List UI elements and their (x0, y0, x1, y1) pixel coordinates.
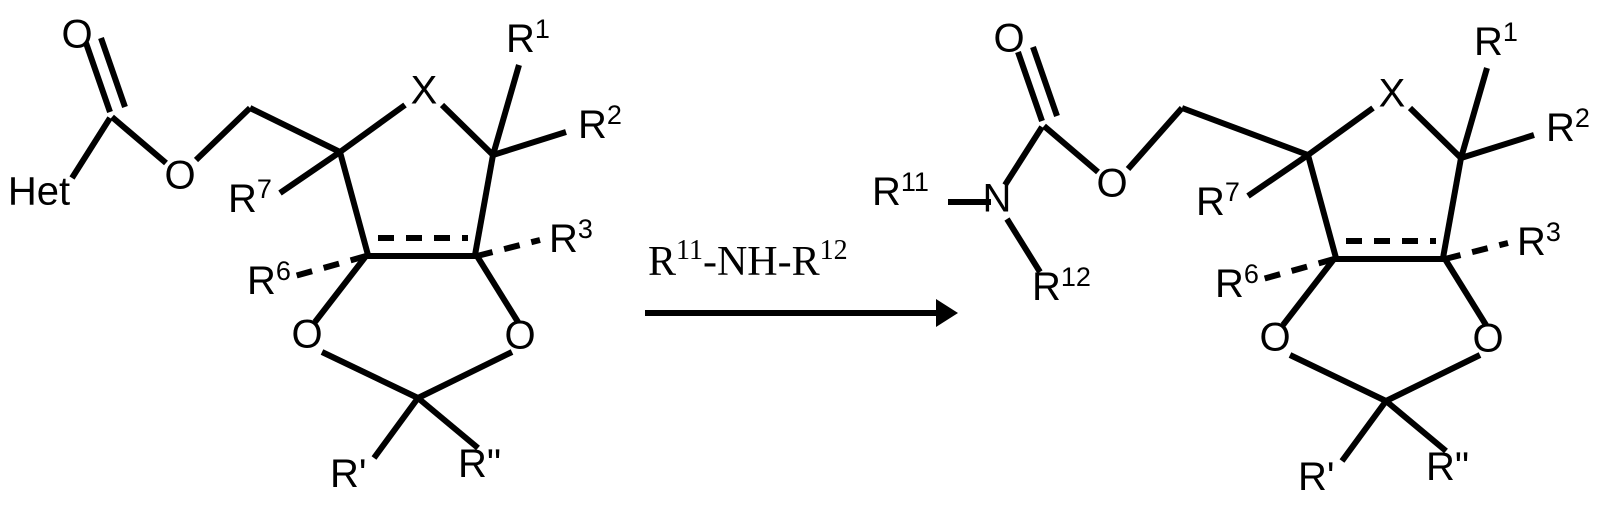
bond-ring-c2-to-r1 (490, 64, 522, 156)
product-dioxolane-oxygen-right-label: O (1472, 317, 1503, 361)
bond-acetal-c-to-r-prime (371, 396, 421, 460)
bond-het-to-carbonyl (69, 116, 113, 180)
bond-product-c4-to-r6-dashed (1262, 256, 1335, 282)
bond-ester-o-to-ch2 (193, 105, 253, 163)
bond-x-to-ring-c2 (439, 102, 496, 158)
bond-carbonyl-to-ester-o (110, 114, 168, 166)
bond-nitrogen-to-carbonyl (1002, 125, 1045, 187)
bond-carbonyl-double-b (98, 37, 128, 108)
bond-product-ring-c5-to-c4 (1305, 154, 1339, 259)
substituent-r6-label: R6 (247, 256, 291, 303)
bond-c4-to-dioxolane-o-left (312, 254, 369, 324)
bond-ring-c5-to-r7 (278, 149, 342, 196)
product-substituent-r1-label: R1 (1474, 17, 1518, 64)
bond-c3-to-r3-dashed (476, 237, 541, 259)
bond-product-dioxolane-o-left-to-acetal-c (1288, 352, 1388, 404)
bond-ch2-to-ring-c5 (248, 105, 342, 155)
bond-product-acetal-c-to-r-prime (1339, 399, 1389, 463)
bond-product-ring-c5-to-x (1306, 105, 1375, 158)
substituent-r12-label: R12 (1032, 262, 1091, 309)
bond-product-carbonyl-double-b (1030, 46, 1060, 117)
bond-product-dioxolane-o-right-to-acetal-c (1384, 352, 1482, 404)
product-substituent-r3-label: R3 (1517, 217, 1561, 264)
bond-acetal-c-to-r-double-prime (416, 395, 480, 451)
bond-nitrogen-to-r12 (1004, 217, 1043, 274)
product-substituent-r-double-prime-label: R" (1426, 445, 1469, 489)
substituent-r-prime-label: R' (330, 452, 367, 496)
bond-product-ester-o-to-ch2 (1125, 106, 1185, 171)
product-substituent-r2-label: R2 (1546, 103, 1590, 150)
het-label: Het (8, 170, 70, 214)
product-substituent-r-prime-label: R' (1298, 455, 1335, 499)
product-ring-heteroatom-x-label: X (1379, 72, 1406, 116)
bond-product-ring-c2-to-r2 (1460, 132, 1535, 161)
bond-dioxolane-o-right-to-acetal-c (416, 349, 514, 401)
product-carbonyl-oxygen-label: O (993, 17, 1024, 61)
bond-product-c4-to-dioxolane-o-left (1280, 257, 1337, 327)
carbonyl-oxygen-label: O (61, 13, 92, 57)
bond-product-carbonyl-double-a (1015, 51, 1045, 122)
product-structure: O N R11 R12 O X R1 R2 R3 R6 R7 O (872, 17, 1590, 499)
bond-c3-to-dioxolane-o-right (474, 254, 521, 324)
ring-heteroatom-x-label: X (411, 69, 438, 113)
substituent-r3-label: R3 (549, 214, 593, 261)
product-ester-oxygen-label: O (1096, 162, 1127, 206)
bond-dioxolane-o-left-to-acetal-c (320, 349, 420, 401)
product-substituent-r6-label: R6 (1215, 259, 1259, 306)
substituent-r-double-prime-label: R" (458, 442, 501, 486)
bond-product-carbonyl-to-ester-o (1042, 123, 1100, 175)
amide-nitrogen-label: N (983, 177, 1012, 221)
bond-ring-c5-to-c4 (337, 151, 371, 256)
bond-product-ring-c2-to-r1 (1458, 67, 1490, 159)
bond-carbonyl-double-a (83, 42, 113, 113)
bond-c4-to-r6-dashed (294, 253, 367, 279)
bond-product-ring-c2-to-c3 (1440, 157, 1464, 259)
product-substituent-r7-label: R7 (1196, 177, 1240, 224)
substituent-r1-label: R1 (506, 14, 550, 61)
dioxolane-oxygen-right-label: O (504, 314, 535, 358)
bond-product-acetal-c-to-r-double-prime (1384, 398, 1448, 454)
reaction-arrow-head-icon (936, 299, 958, 327)
bond-product-x-to-ring-c2 (1407, 105, 1464, 161)
product-dioxolane-oxygen-left-label: O (1259, 316, 1290, 360)
ester-oxygen-label: O (164, 154, 195, 198)
dioxolane-oxygen-left-label: O (291, 313, 322, 357)
bond-product-c3-to-dioxolane-o-right (1442, 257, 1489, 327)
substituent-r7-label: R7 (228, 174, 272, 221)
reagent-label: R11-NH-R12 (648, 235, 848, 285)
bond-ring-c2-to-r2 (492, 129, 567, 158)
bond-product-ring-c5-to-r7 (1246, 152, 1310, 199)
bond-ring-c2-to-c3 (472, 154, 496, 256)
reaction-conditions: R11-NH-R12 (645, 235, 958, 327)
reactant-structure: O Het O X R1 R2 R3 R6 R7 O O R' (8, 13, 622, 496)
substituent-r2-label: R2 (578, 100, 622, 147)
bond-product-c3-to-r3-dashed (1444, 240, 1509, 262)
substituent-r11-label: R11 (872, 167, 929, 214)
bond-product-ch2-to-ring-c5 (1180, 105, 1310, 158)
bond-ring-c5-to-x (338, 102, 407, 155)
